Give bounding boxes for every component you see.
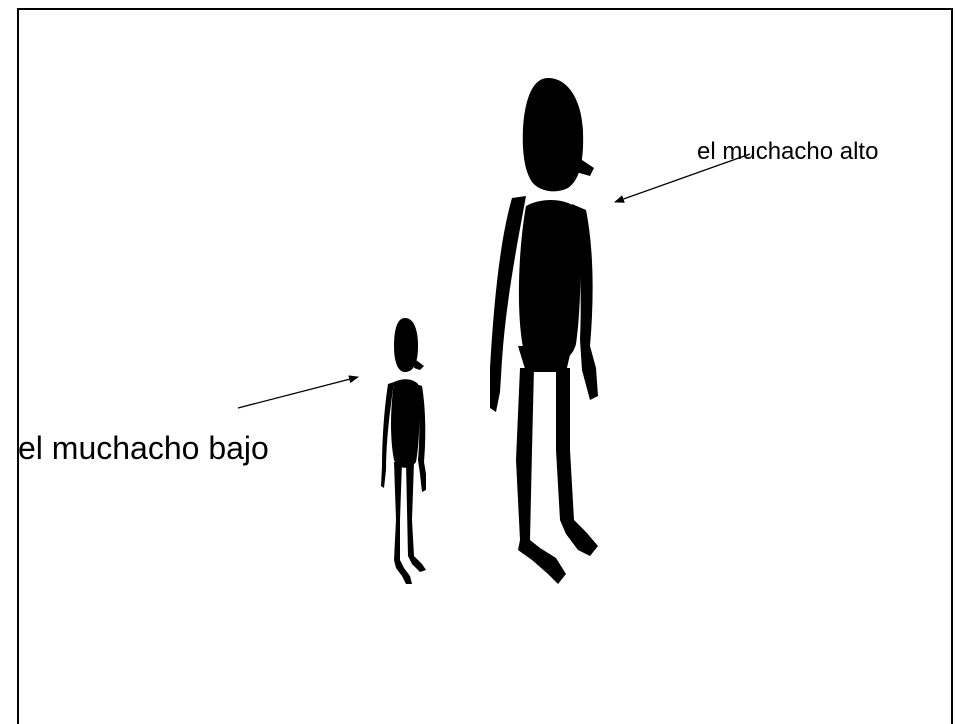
short-boy-figure [381,318,426,584]
tall-boy-right-arm [572,204,598,400]
arrow-tall [614,153,751,203]
tall-boy-cap-brim [576,158,594,176]
short-boy-torso [391,379,420,468]
tall-boy-hips [518,346,572,372]
label-short-boy: el muchacho bajo [18,430,269,466]
tall-boy-right-leg [556,368,598,556]
tall-boy-head [522,78,584,192]
short-boy-right-arm [416,384,426,492]
short-boy-right-leg [406,462,426,572]
slide-frame [17,8,953,724]
label-tall-boy: el muchacho alto [697,138,879,165]
short-boy-left-leg [394,462,412,584]
tall-boy-torso [518,200,581,365]
tall-boy-left-leg [516,368,566,584]
short-boy-left-arm [381,382,394,488]
short-boy-cap-brim [414,360,424,370]
short-boy-head [394,318,418,372]
tall-boy-left-arm [490,196,526,412]
tall-boy-figure [490,78,598,584]
arrow-short [237,375,359,409]
